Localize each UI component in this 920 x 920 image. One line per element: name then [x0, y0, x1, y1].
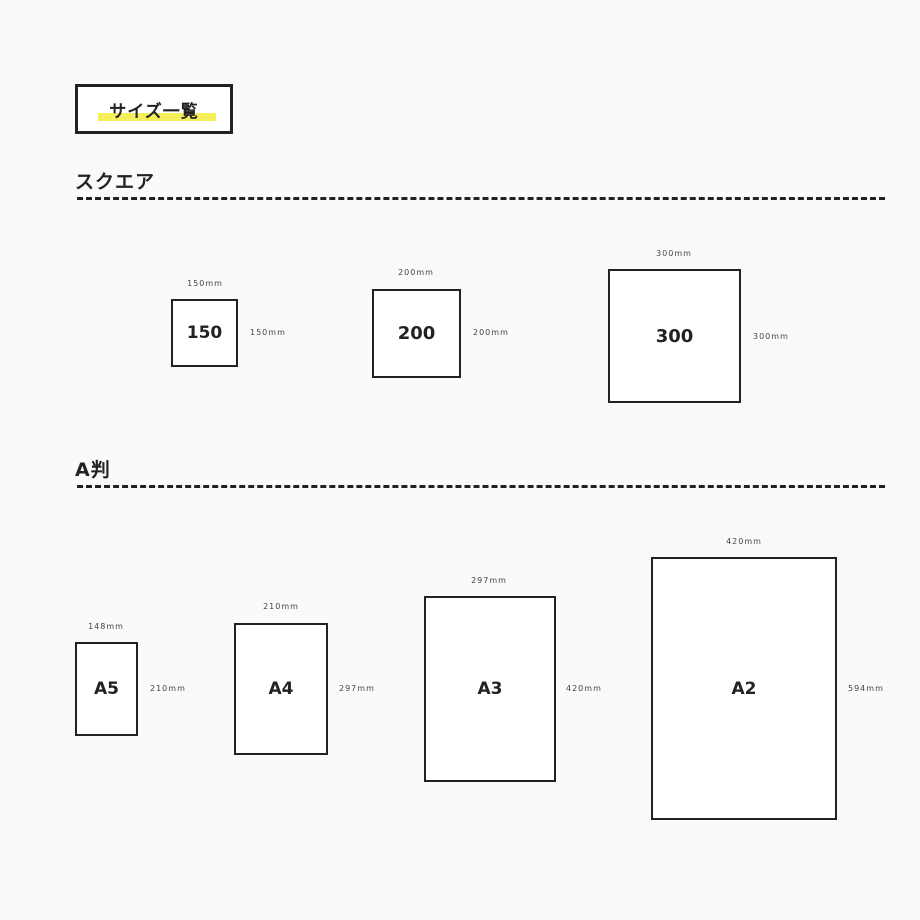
height-label-150: 150mm [250, 328, 286, 337]
size-sheet-a4: A4 [234, 623, 328, 755]
width-label-a4: 210mm [263, 602, 299, 611]
height-label-a4: 297mm [339, 684, 375, 693]
size-sheet-a3: A3 [424, 596, 556, 782]
width-label-a2: 420mm [726, 537, 762, 546]
size-label-300: 300 [655, 325, 694, 347]
section-title-a-series: A判 [75, 459, 111, 481]
size-label-a2: A2 [731, 678, 757, 699]
size-sheet-200: 200 [372, 289, 461, 378]
height-label-200: 200mm [473, 328, 509, 337]
size-label-200: 200 [397, 323, 436, 344]
size-sheet-300: 300 [608, 269, 741, 403]
size-label-150: 150 [186, 323, 223, 343]
size-sheet-150: 150 [171, 299, 238, 367]
section-title-square: スクエア [75, 171, 156, 193]
title-highlight [98, 113, 216, 121]
width-label-200: 200mm [398, 268, 434, 277]
width-label-150: 150mm [187, 279, 223, 288]
size-label-a3: A3 [477, 679, 503, 699]
size-label-a5: A5 [94, 679, 119, 699]
height-label-300: 300mm [753, 332, 789, 341]
width-label-a3: 297mm [471, 576, 507, 585]
size-sheet-a2: A2 [651, 557, 837, 820]
height-label-a3: 420mm [566, 684, 602, 693]
size-sheet-a5: A5 [75, 642, 138, 736]
section-divider-square [77, 197, 885, 200]
width-label-a5: 148mm [88, 622, 124, 631]
size-label-a4: A4 [268, 679, 294, 699]
width-label-300: 300mm [656, 249, 692, 258]
page-title: サイズ一覧 [109, 101, 199, 122]
section-divider-a-series [77, 485, 885, 488]
height-label-a5: 210mm [150, 684, 186, 693]
height-label-a2: 594mm [848, 684, 884, 693]
page-title-box: サイズ一覧 [75, 84, 233, 134]
